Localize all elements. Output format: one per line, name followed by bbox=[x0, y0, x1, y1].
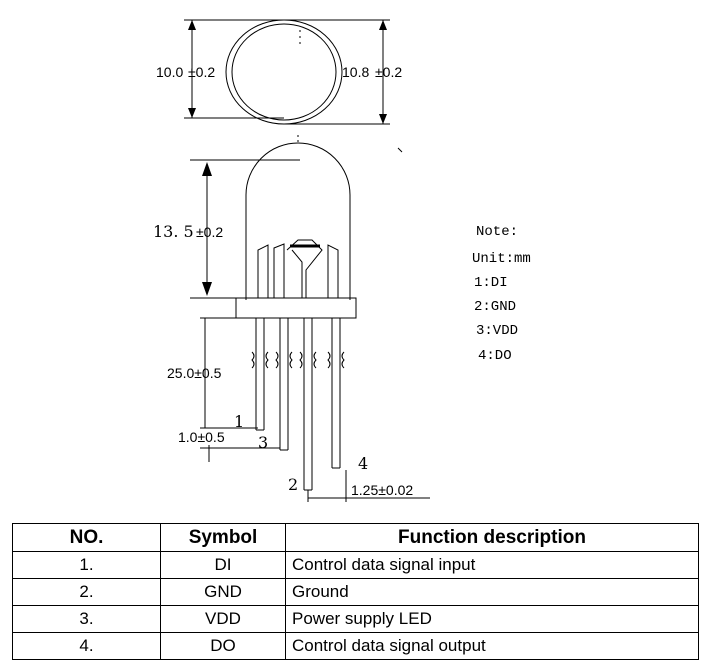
cell-no: 4. bbox=[12, 632, 161, 660]
cell-symbol: DO bbox=[160, 632, 286, 660]
pin-label-2: 2 bbox=[288, 475, 298, 494]
lead-length-value: 25.0±0.5 bbox=[167, 365, 222, 381]
table-row: 4. DO Control data signal output bbox=[12, 632, 699, 660]
header-function: Function description bbox=[285, 523, 699, 552]
width-left-value: 10.0 bbox=[156, 64, 183, 80]
table-header-row: NO. Symbol Function description bbox=[12, 523, 699, 552]
header-symbol: Symbol bbox=[160, 523, 286, 552]
note-line-1: 1:DI bbox=[474, 275, 508, 291]
cell-function: Control data signal input bbox=[285, 551, 699, 579]
table-row: 3. VDD Power supply LED bbox=[12, 605, 699, 633]
led-dome-outline bbox=[245, 142, 351, 300]
width-left-tol: ±0.2 bbox=[188, 64, 215, 80]
led-package-drawing: 10.0 ±0.2 10.8 ±0.2 13. 5 ±0.2 25.0±0.5 … bbox=[153, 19, 531, 502]
cell-function: Power supply LED bbox=[285, 605, 699, 633]
pin-label-3: 3 bbox=[258, 433, 268, 452]
note-title: Note: bbox=[476, 224, 518, 240]
note-unit: Unit:mm bbox=[472, 251, 531, 267]
height-tol: ±0.2 bbox=[196, 224, 223, 240]
note-line-2: 2:GND bbox=[474, 299, 516, 315]
lead-offset-value: 1.0±0.5 bbox=[178, 429, 225, 445]
width-right-tol: ±0.2 bbox=[375, 64, 402, 80]
led-flange bbox=[235, 297, 357, 319]
pin-label-1: 1 bbox=[234, 412, 244, 431]
note-line-4: 4:DO bbox=[478, 348, 512, 364]
cell-symbol: VDD bbox=[160, 605, 286, 633]
table-row: 1. DI Control data signal input bbox=[12, 551, 699, 579]
table-row: 2. GND Ground bbox=[12, 578, 699, 606]
pin-function-table: NO. Symbol Function description 1. DI Co… bbox=[12, 523, 699, 660]
width-right-value: 10.8 bbox=[342, 64, 369, 80]
pin-label-4: 4 bbox=[358, 454, 368, 473]
pitch-value: 1.25±0.02 bbox=[351, 482, 413, 498]
cell-function: Ground bbox=[285, 578, 699, 606]
cell-symbol: GND bbox=[160, 578, 286, 606]
cell-no: 2. bbox=[12, 578, 161, 606]
header-no: NO. bbox=[12, 523, 161, 552]
note-line-3: 3:VDD bbox=[476, 323, 518, 339]
cell-symbol: DI bbox=[160, 551, 286, 579]
height-value: 13. 5 bbox=[153, 222, 194, 241]
cell-no: 3. bbox=[12, 605, 161, 633]
top-view-outer-ellipse bbox=[225, 19, 343, 125]
cell-no: 1. bbox=[12, 551, 161, 579]
cell-function: Control data signal output bbox=[285, 632, 699, 660]
top-view-inner-ellipse bbox=[231, 23, 337, 121]
